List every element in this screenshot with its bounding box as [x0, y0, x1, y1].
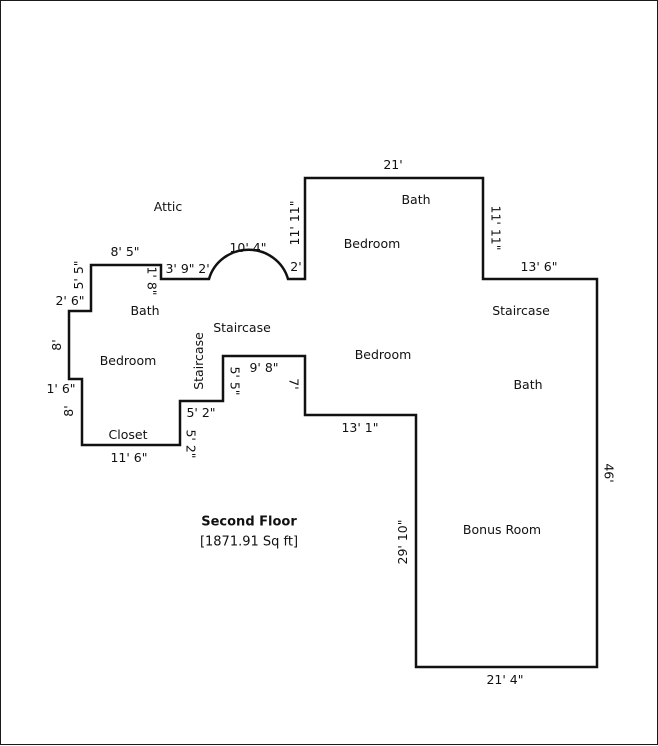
dimension-label: 9' 8"	[249, 359, 279, 375]
dimension-label: 8'	[60, 405, 76, 417]
room-label-bath-left: Bath	[130, 302, 160, 318]
room-label-bath-top: Bath	[401, 191, 431, 207]
dimension-label: 2'	[198, 260, 210, 276]
room-label-bedroom-mid: Bedroom	[354, 346, 412, 362]
dimension-label: 11' 6"	[110, 449, 148, 465]
room-label-bedroom-left: Bedroom	[99, 352, 157, 368]
dimension-label: 11' 11"	[286, 200, 302, 246]
room-label-attic: Attic	[153, 198, 183, 214]
room-label-bedroom-top: Bedroom	[343, 235, 401, 251]
plan-area: [1871.91 Sq ft]	[199, 534, 299, 550]
plan-title: Second Floor	[201, 514, 297, 530]
dimension-label: 2' 6"	[55, 292, 85, 308]
dimension-label: 10' 4"	[229, 239, 267, 255]
room-label-bonus-room: Bonus Room	[462, 521, 542, 537]
room-label-closet: Closet	[108, 426, 148, 442]
dimension-label: 7'	[286, 378, 302, 390]
room-label-bath-right: Bath	[513, 376, 543, 392]
room-label-staircase-right: Staircase	[492, 302, 550, 318]
dimension-label: 21' 4"	[486, 671, 524, 687]
dimension-label: 1' 8"	[144, 266, 160, 296]
dimension-label: 46'	[601, 463, 617, 483]
dimension-label: 8' 5"	[110, 243, 140, 259]
dimension-label: 3' 9"	[165, 260, 195, 276]
dimension-label: 29' 10"	[394, 519, 410, 565]
dimension-label: 13' 6"	[520, 258, 558, 274]
room-label-staircase-vertical: Staircase	[190, 332, 206, 390]
dimension-label: 5' 5"	[70, 260, 86, 290]
room-label-staircase-center: Staircase	[213, 319, 271, 335]
dimension-label: 5' 2"	[186, 404, 216, 420]
dimension-label: 8'	[48, 339, 64, 351]
dimension-label: 5' 5"	[227, 366, 243, 396]
dimension-label: 21'	[383, 156, 403, 172]
dimension-label: 1' 6"	[46, 380, 76, 396]
dimension-label: 11' 11"	[488, 205, 504, 251]
dimension-label: 13' 1"	[341, 419, 379, 435]
dimension-label: 5' 2"	[183, 429, 199, 459]
floor-outline-wall	[67, 176, 599, 669]
dimension-label: 2'	[290, 258, 302, 274]
